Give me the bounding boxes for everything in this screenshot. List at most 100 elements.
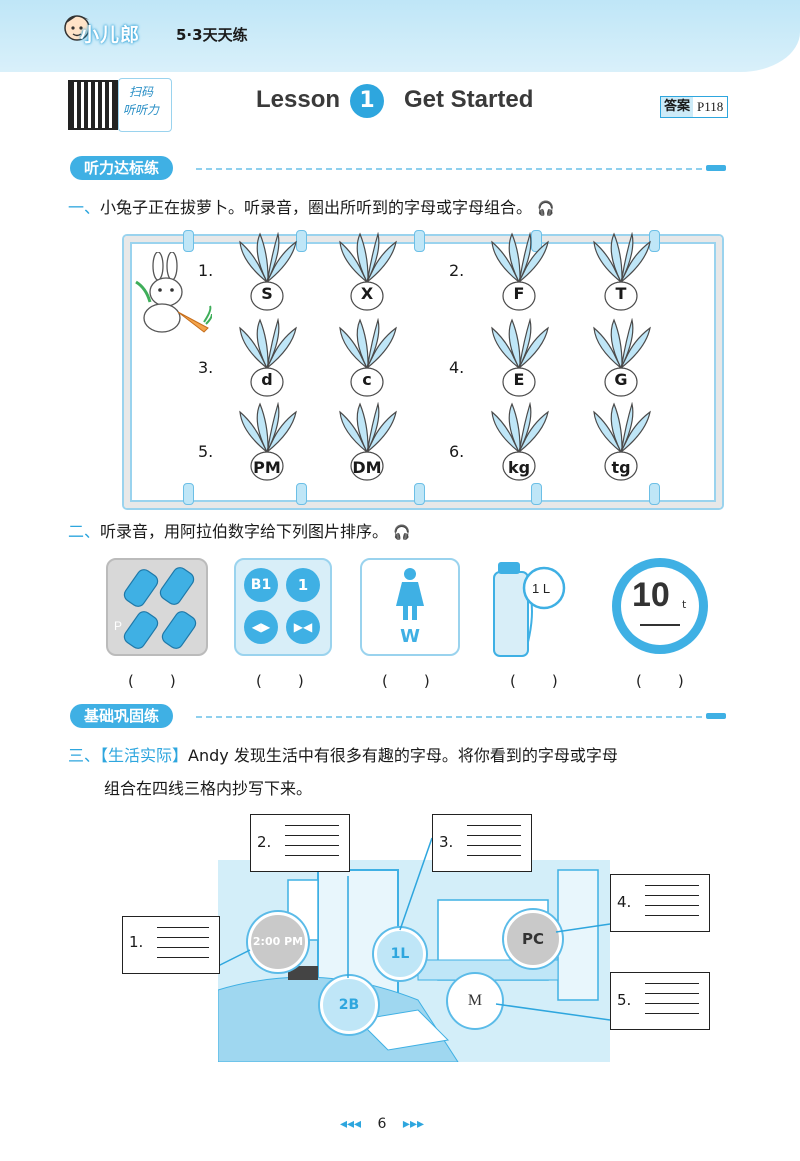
picture-elevator-buttons[interactable]: B1 1 ◀▶ ▶◀ <box>234 558 332 656</box>
fence-post <box>531 483 542 505</box>
question-1: 一、小兔子正在拔萝卜。听录音，圈出所听到的字母或字母组合。 🎧 <box>68 197 555 220</box>
question-2: 二、听录音，用阿拉伯数字给下列图片排序。 🎧 <box>68 521 411 544</box>
section-divider <box>196 168 702 170</box>
series-name: 5·3天天练 <box>176 26 248 44</box>
picture-weight-limit-sign[interactable]: 10 t <box>612 558 708 654</box>
answer-blank[interactable]: ( ) <box>128 672 178 690</box>
radish-option[interactable]: PM <box>232 401 302 486</box>
fence-post <box>531 230 542 252</box>
picture-water-bottle[interactable]: 1 L <box>488 558 588 658</box>
radish-label: X <box>360 284 374 303</box>
writing-box-number: 2. <box>257 833 272 851</box>
radish-option[interactable]: T <box>586 231 656 316</box>
fence-post <box>296 483 307 505</box>
weight-limit-number: 10 <box>632 576 670 614</box>
m-callout[interactable]: M <box>448 974 502 1028</box>
footer-left-arrows: ◂◂◂ <box>340 1116 362 1132</box>
writing-box-4[interactable]: 4. <box>610 874 710 932</box>
door-close-icon: ▶◀ <box>286 610 320 644</box>
button-one: 1 <box>286 568 320 602</box>
qr-label-listen: 听听力 <box>123 103 160 117</box>
question-3-number: 三、 <box>68 746 101 765</box>
group-number: 4. <box>449 358 465 377</box>
button-b1: B1 <box>244 568 278 602</box>
picture-women-sign[interactable]: W <box>360 558 460 656</box>
radish-option[interactable]: G <box>586 317 656 402</box>
section-divider <box>196 716 702 718</box>
radish-label: S <box>261 284 273 303</box>
radish-option[interactable]: tg <box>586 401 656 486</box>
bottle-volume-text: 1 L <box>532 581 550 596</box>
answer-reference: 答案 P118 <box>660 96 729 118</box>
radish-label: F <box>513 284 525 303</box>
radish-label: DM <box>352 458 382 477</box>
qr-code-icon[interactable] <box>68 80 118 130</box>
qr-label-scan: 扫码 <box>129 85 154 99</box>
radish-option[interactable]: X <box>332 231 402 316</box>
question-3-text-1: Andy 发现生活中有很多有趣的字母。将你看到的字母或字母 <box>188 746 618 765</box>
writing-box-number: 3. <box>439 833 454 851</box>
question-3-text-2: 组合在四线三格内抄写下来。 <box>104 779 313 798</box>
writing-box-1[interactable]: 1. <box>122 916 220 974</box>
page-footer: ◂◂◂ 6 ▸▸▸ <box>340 1116 424 1132</box>
fence-post <box>414 483 425 505</box>
bottle-text: 1L <box>390 946 410 962</box>
fence-post <box>183 483 194 505</box>
radish-option[interactable]: F <box>484 231 554 316</box>
answer-blank[interactable]: ( ) <box>636 672 686 690</box>
answer-blank[interactable]: ( ) <box>382 672 432 690</box>
section-listening-label: 听力达标练 <box>70 156 174 180</box>
pc-text: PC <box>521 930 544 948</box>
clock-callout[interactable]: 2:00 PM <box>248 912 308 972</box>
radish-label: kg <box>507 458 531 477</box>
writing-box-number: 4. <box>617 893 632 911</box>
group-number: 2. <box>449 261 465 280</box>
writing-box-2[interactable]: 2. <box>250 814 350 872</box>
footer-right-arrows: ▸▸▸ <box>402 1116 425 1132</box>
answer-label: 答案 <box>661 97 694 117</box>
header-band <box>0 0 800 72</box>
radish-option[interactable]: c <box>332 317 402 402</box>
fence-post <box>414 230 425 252</box>
question-2-number: 二、 <box>68 522 101 541</box>
group-number: 1. <box>198 261 214 280</box>
question-2-text: 听录音，用阿拉伯数字给下列图片排序。 <box>100 522 389 541</box>
fence-post <box>649 483 660 505</box>
question-1-number: 一、 <box>68 198 101 217</box>
pencil-text: 2B <box>338 997 360 1013</box>
fence-post <box>183 230 194 252</box>
answer-blank[interactable]: ( ) <box>510 672 560 690</box>
question-3-tag: 【生活实际】 <box>100 746 189 765</box>
radish-option[interactable]: S <box>232 231 302 316</box>
group-number: 3. <box>198 358 214 377</box>
bottle-callout[interactable]: 1L <box>374 928 426 980</box>
axle-icon <box>640 624 680 626</box>
headphones-icon[interactable]: 🎧 <box>393 525 411 541</box>
section-basic-label: 基础巩固练 <box>70 704 174 728</box>
writing-box-number: 1. <box>129 933 144 951</box>
picture-parking-lot[interactable]: P <box>106 558 208 656</box>
pencil-icon <box>706 165 726 171</box>
radish-option[interactable]: d <box>232 317 302 402</box>
radish-option[interactable]: kg <box>484 401 554 486</box>
radish-label: tg <box>611 458 631 477</box>
pc-callout[interactable]: PC <box>504 910 562 968</box>
question-1-text: 小兔子正在拔萝卜。听录音，圈出所听到的字母或字母组合。 <box>100 198 533 217</box>
answer-blank[interactable]: ( ) <box>256 672 306 690</box>
pencil-callout[interactable]: 2B <box>320 976 378 1034</box>
writing-box-number: 5. <box>617 991 632 1009</box>
writing-box-3[interactable]: 3. <box>432 814 532 872</box>
women-sign-letter: W <box>400 626 420 647</box>
radish-option[interactable]: E <box>484 317 554 402</box>
headphones-icon[interactable]: 🎧 <box>537 201 555 217</box>
radish-option[interactable]: DM <box>332 401 402 486</box>
answer-page: P118 <box>697 99 724 114</box>
radish-label: G <box>614 370 628 389</box>
qr-label-box: 扫码 听听力 <box>118 78 172 132</box>
page-number: 6 <box>377 1116 387 1132</box>
parking-sign-text: P <box>114 619 122 633</box>
pencil-icon <box>706 713 726 719</box>
radish-label: PM <box>253 458 281 477</box>
brand-name: 小儿郎 <box>80 24 141 46</box>
writing-box-5[interactable]: 5. <box>610 972 710 1030</box>
